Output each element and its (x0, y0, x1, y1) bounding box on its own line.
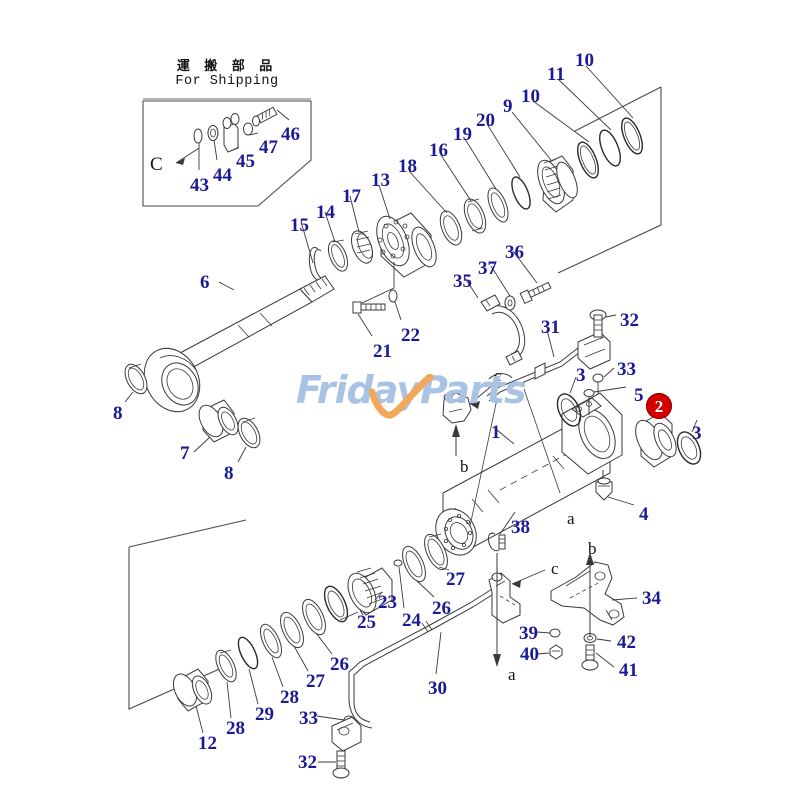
callout-3-b[interactable]: 3 (692, 423, 702, 444)
callout-27-b[interactable]: 27 (306, 671, 325, 692)
callout-15[interactable]: 15 (290, 215, 309, 236)
callout-1[interactable]: 1 (491, 422, 501, 443)
callout-23[interactable]: 23 (378, 592, 397, 613)
shipping-box-frame (142, 98, 312, 207)
section-letter-c-2: c (494, 366, 502, 385)
callout-16[interactable]: 16 (429, 140, 448, 161)
lower-seal-stack (172, 533, 450, 734)
callout-13[interactable]: 13 (371, 170, 390, 191)
callout-26-b[interactable]: 26 (330, 654, 349, 675)
callout-30[interactable]: 30 (428, 678, 447, 699)
callout-39[interactable]: 39 (519, 623, 538, 644)
rod-joint-detail (442, 373, 513, 456)
callout-28-b[interactable]: 28 (226, 718, 245, 739)
callout-40[interactable]: 40 (520, 644, 539, 665)
main-cylinder-tube (435, 376, 702, 556)
callout-46[interactable]: 46 (281, 124, 300, 145)
piston-bolt-group (352, 289, 402, 337)
callout-33-a[interactable]: 33 (617, 359, 636, 380)
callout-42[interactable]: 42 (617, 632, 636, 653)
callout-26-a[interactable]: 26 (432, 598, 451, 619)
piston-rod-assembly (124, 275, 335, 463)
callout-47[interactable]: 47 (259, 137, 278, 158)
callout-45[interactable]: 45 (236, 151, 255, 172)
callout-4[interactable]: 4 (639, 504, 649, 525)
callout-18[interactable]: 18 (398, 156, 417, 177)
callout-28-a[interactable]: 28 (280, 687, 299, 708)
callout-8-b[interactable]: 8 (224, 463, 234, 484)
callout-5[interactable]: 5 (634, 385, 644, 406)
callout-9[interactable]: 9 (503, 96, 513, 117)
callout-31[interactable]: 31 (541, 317, 560, 338)
clamp-group (464, 250, 552, 366)
callout-33-b[interactable]: 33 (299, 708, 318, 729)
section-letter-b-1: b (588, 539, 597, 558)
section-letter-a-2: a (508, 665, 516, 684)
callout-37[interactable]: 37 (478, 258, 497, 279)
callout-3-a[interactable]: 3 (576, 365, 586, 386)
callout-22[interactable]: 22 (401, 325, 420, 346)
callout-34[interactable]: 34 (642, 588, 661, 609)
callout-17[interactable]: 17 (342, 186, 361, 207)
section-letter-a-1: a (567, 509, 575, 528)
lower-right-bracket (487, 511, 638, 671)
callout-14[interactable]: 14 (316, 202, 335, 223)
callout-8-a[interactable]: 8 (113, 403, 123, 424)
shipping-title-japanese: 運 搬 部 品 (176, 59, 278, 74)
hydraulic-tube-upper (486, 309, 617, 402)
shipping-title-english: For Shipping (175, 73, 279, 89)
hydraulic-tube-lower (316, 583, 504, 779)
highlighted-bushing (635, 412, 677, 468)
callout-11[interactable]: 11 (547, 64, 565, 85)
callout-24[interactable]: 24 (402, 610, 421, 631)
callout-10-b[interactable]: 10 (521, 86, 540, 107)
callout-38[interactable]: 38 (511, 517, 530, 538)
section-letter-c-shipping: C (150, 154, 163, 175)
callout-36[interactable]: 36 (505, 242, 524, 263)
callout-20[interactable]: 20 (476, 110, 495, 131)
callout-6[interactable]: 6 (200, 272, 210, 293)
upper-right-frame (557, 86, 662, 274)
piston-head-stack (301, 65, 643, 304)
callout-41[interactable]: 41 (619, 660, 638, 681)
shipping-box-contents (175, 106, 290, 170)
shipping-box-title: 運 搬 部 品 For Shipping (143, 60, 311, 89)
section-letter-c-1: c (551, 559, 559, 578)
callout-10-a[interactable]: 10 (575, 50, 594, 71)
callout-19[interactable]: 19 (453, 124, 472, 145)
callout-7[interactable]: 7 (180, 443, 190, 464)
callout-32-b[interactable]: 32 (298, 752, 317, 773)
callout-21[interactable]: 21 (373, 341, 392, 362)
callout-35[interactable]: 35 (453, 271, 472, 292)
callout-25[interactable]: 25 (357, 612, 376, 633)
callout-44[interactable]: 44 (213, 165, 232, 186)
callout-43[interactable]: 43 (190, 175, 209, 196)
callout-2-highlighted[interactable]: 2 (646, 393, 672, 419)
callout-12[interactable]: 12 (198, 733, 217, 754)
callout-27-a[interactable]: 27 (446, 569, 465, 590)
callout-29[interactable]: 29 (255, 704, 274, 725)
callout-32-a[interactable]: 32 (620, 310, 639, 331)
section-letter-b-2: b (460, 457, 469, 476)
